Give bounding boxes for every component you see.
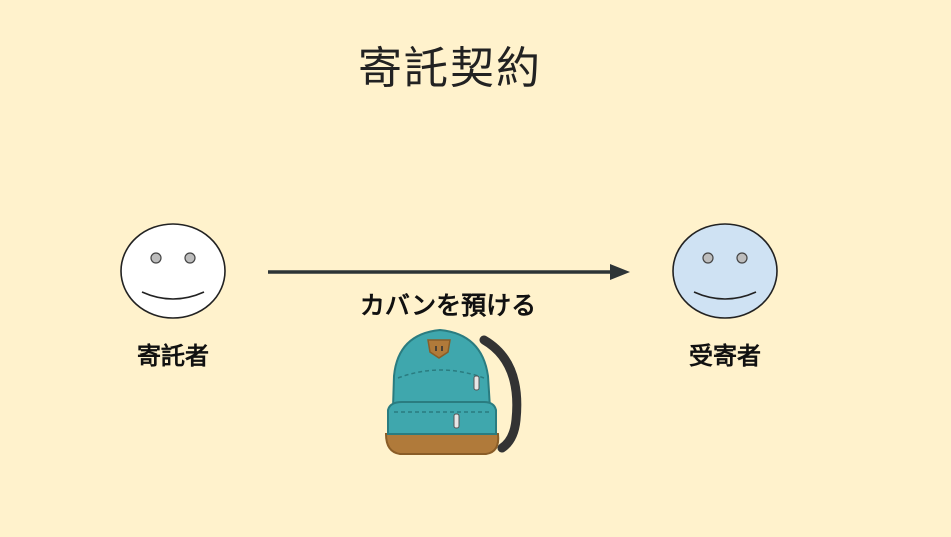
depositary-face-icon [672,223,778,319]
transfer-arrow-icon [268,264,630,280]
backpack-icon [384,328,522,455]
arrow-label: カバンを預ける [359,291,537,320]
depositor-face-icon [120,223,226,319]
depositor-label: 寄託者 [137,341,209,370]
depositary-label: 受寄者 [689,341,761,370]
page-title: 寄託契約 [358,43,542,94]
